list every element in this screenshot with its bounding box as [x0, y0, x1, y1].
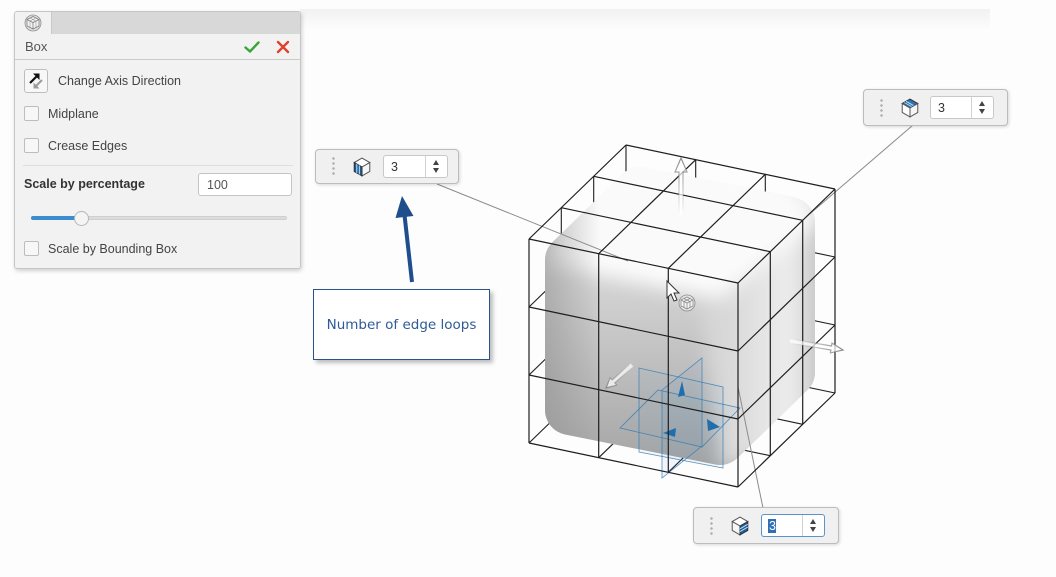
panel-title-row: Box [15, 34, 300, 60]
edge-loops-top-input[interactable] [931, 97, 976, 118]
crease-edges-checkbox[interactable] [24, 138, 39, 153]
edge-loops-top-stepper[interactable] [971, 97, 993, 118]
scale-by-percentage-label: Scale by percentage [24, 177, 145, 191]
arrow-left-down-icon[interactable] [604, 362, 635, 389]
decrement-arrow-icon[interactable] [433, 168, 439, 173]
edge-loops-bottom-stepper[interactable] [802, 515, 824, 536]
edge-loops-bottom-input-box[interactable] [761, 514, 825, 537]
midplane-row[interactable]: Midplane [24, 106, 99, 121]
box-cursor-icon [678, 294, 696, 312]
leader-lines [436, 112, 928, 509]
gizmo-plane-xz [619, 389, 741, 448]
crease-edges-row[interactable]: Crease Edges [24, 138, 127, 153]
gizmo-handle-left [663, 428, 676, 437]
scale-by-bounding-box-checkbox[interactable] [24, 241, 39, 256]
box-feature-tab[interactable] [15, 12, 52, 34]
close-icon[interactable] [276, 40, 290, 54]
edge-loops-callout: Number of edge loops [313, 289, 490, 360]
gizmo-handle-up [678, 381, 685, 397]
slider-fill [31, 216, 81, 220]
edge-loops-spinner-top [863, 89, 1008, 126]
change-axis-direction-row[interactable]: Change Axis Direction [24, 69, 181, 93]
gizmo-handle-right [707, 419, 720, 431]
change-axis-direction-icon [29, 73, 43, 89]
increment-arrow-icon[interactable] [433, 160, 439, 165]
scale-percentage-input[interactable] [198, 173, 292, 196]
drag-handle-icon[interactable] [710, 516, 713, 536]
crease-edges-label: Crease Edges [48, 138, 128, 153]
arrow-right-icon[interactable] [789, 338, 845, 354]
top-face-edge-loops-icon [901, 98, 919, 118]
mouse-cursor-icon [666, 279, 681, 302]
box-feature-icon [24, 14, 42, 32]
increment-arrow-icon[interactable] [979, 101, 985, 106]
edge-loops-left-input-box[interactable] [383, 155, 448, 178]
box-feature-panel: Box Change Axis Direction Midplane Creas… [14, 11, 301, 269]
midplane-checkbox[interactable] [24, 106, 39, 121]
arrow-up-icon[interactable] [674, 156, 688, 216]
drag-handle-icon[interactable] [332, 156, 335, 176]
transform-gizmo[interactable] [619, 357, 741, 479]
edge-loops-spinner-bottom [693, 507, 839, 544]
viewport-top-shading [300, 9, 990, 39]
slider-thumb[interactable] [74, 211, 89, 226]
edge-loops-spinner-left [315, 149, 459, 184]
scale-slider[interactable] [31, 211, 287, 226]
right-face-edge-loops-icon [731, 516, 749, 536]
edge-loops-left-input[interactable] [384, 156, 429, 177]
divider [23, 165, 293, 166]
decrement-arrow-icon[interactable] [810, 527, 816, 532]
decrement-arrow-icon[interactable] [979, 109, 985, 114]
annotation-arrow [395, 196, 414, 283]
panel-title: Box [25, 39, 48, 54]
midplane-label: Midplane [48, 106, 99, 121]
cage-visible-edges[interactable] [528, 144, 836, 488]
change-axis-direction-button[interactable] [24, 69, 48, 93]
callout-text: Number of edge loops [326, 316, 477, 333]
drag-handle-icon[interactable] [880, 98, 883, 118]
edge-loops-top-input-box[interactable] [930, 96, 994, 119]
left-face-edge-loops-icon [353, 157, 371, 177]
check-icon[interactable] [244, 40, 260, 54]
increment-arrow-icon[interactable] [810, 519, 816, 524]
edge-loops-bottom-input[interactable] [762, 515, 807, 536]
edge-loops-left-stepper[interactable] [425, 156, 447, 177]
scale-by-bounding-box-row[interactable]: Scale by Bounding Box [24, 241, 177, 256]
scale-by-bounding-box-label: Scale by Bounding Box [48, 241, 178, 256]
panel-tab-strip [15, 12, 300, 34]
gizmo-plane-yz [661, 357, 703, 479]
change-axis-direction-label: Change Axis Direction [58, 74, 181, 88]
